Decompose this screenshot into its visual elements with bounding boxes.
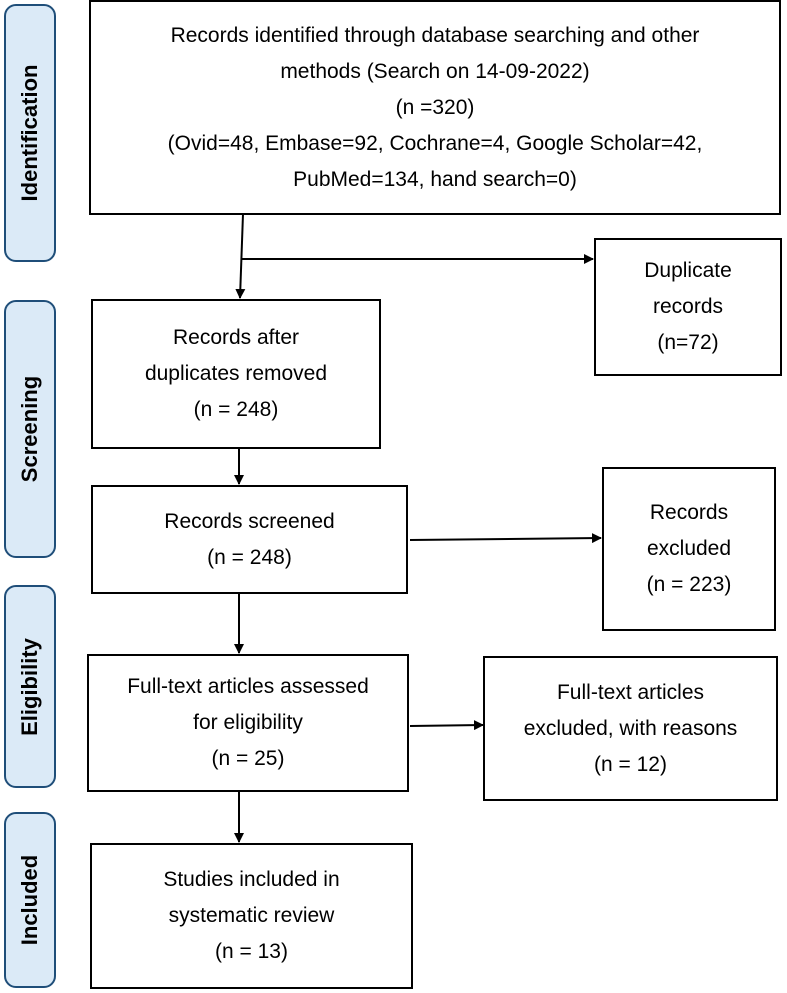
arrow-screened-to-excluded [409,533,602,544]
screened-line-1: Records screened [164,509,335,533]
duplicates-line-3: (n=72) [657,331,719,354]
ft-excluded-line-2: excluded, with reasons [523,716,738,740]
identified-line-3: (n =320) [395,95,475,119]
excluded-line-1: Records [649,501,729,524]
box-records-screened: Records screened (n = 248) [91,485,408,594]
after-dup-line-2: duplicates removed [144,362,328,385]
identified-line-1: Records identified through database sear… [170,23,700,47]
stage-tab-screening: Screening [4,300,56,558]
stage-tab-included: Included [4,812,56,988]
box-records-identified: Records identified through database sear… [89,0,781,215]
duplicates-line-2: records [652,295,724,318]
fulltext-line-1: Full-text articles assessed [127,675,369,698]
screened-line-2: (n = 248) [207,545,292,569]
ft-excluded-line-1: Full-text articles [556,680,705,704]
box-fulltext-assessed: Full-text articles assessed for eligibil… [87,654,409,792]
excluded-line-2: excluded [646,537,732,560]
ft-excluded-line-3: (n = 12) [594,752,667,776]
box-records-excluded: Records excluded (n = 223) [602,467,776,631]
fulltext-line-2: for eligibility [193,711,303,734]
identified-line-2: methods (Search on 14-09-2022) [280,59,590,83]
box-duplicate-records: Duplicate records (n=72) [594,238,782,376]
duplicates-line-1: Duplicate [644,259,732,282]
included-line-1: Studies included in [163,868,340,891]
excluded-line-3: (n = 223) [646,573,732,596]
stage-tab-identification: Identification [4,4,56,262]
arrow-fulltext-to-ft-excluded [409,720,484,731]
included-line-2: systematic review [168,904,335,927]
after-dup-line-3: (n = 248) [193,398,279,421]
box-fulltext-excluded: Full-text articles excluded, with reason… [483,656,778,801]
included-line-3: (n = 13) [215,940,288,963]
box-studies-included: Studies included in systematic review (n… [90,843,413,989]
identified-line-4: (Ovid=48, Embase=92, Cochrane=4, Google … [167,131,703,155]
stage-tab-eligibility: Eligibility [4,585,56,788]
identified-line-5: PubMed=134, hand search=0) [293,167,577,191]
after-dup-line-1: Records after [172,326,300,349]
fulltext-line-3: (n = 25) [211,747,285,770]
arrow-identified-to-after-dup [235,213,246,299]
box-records-after-duplicates: Records after duplicates removed (n = 24… [91,299,381,449]
